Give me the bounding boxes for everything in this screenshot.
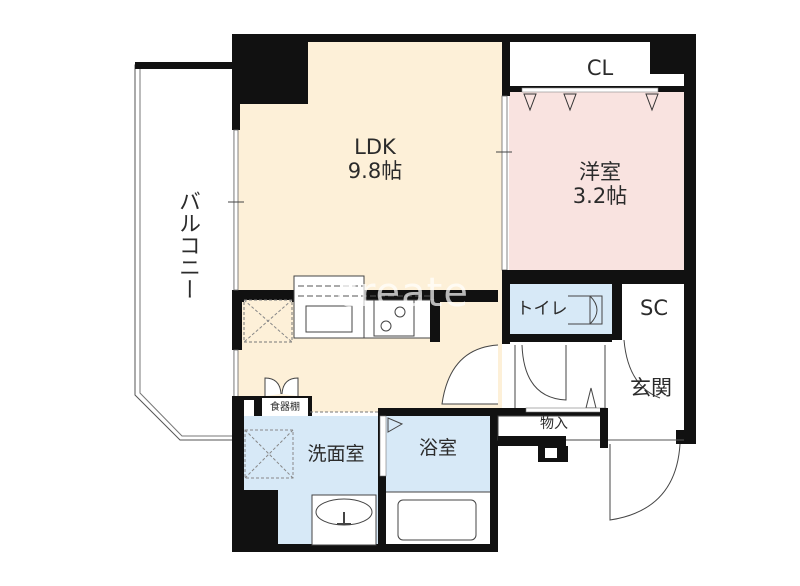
toilet-label: トイレ (516, 299, 568, 319)
shoe-closet-label: SC (640, 296, 668, 320)
cupboard-label: 食器棚 (270, 402, 300, 413)
balcony-label: バルコニー (175, 190, 200, 300)
western-room-name: 洋室 (579, 160, 621, 184)
ldk-size: 9.8帖 (347, 159, 403, 184)
entrance-label: 玄関 (630, 376, 672, 400)
washroom-label: 洗面室 (307, 443, 365, 465)
toilet-room[interactable] (509, 284, 612, 334)
watermark: create (336, 270, 469, 316)
ldk-label: LDK 9.8帖 (330, 135, 420, 183)
closet-label: CL (586, 56, 614, 80)
storage-label: 物入 (540, 416, 568, 432)
bathroom[interactable] (385, 416, 490, 492)
western-room[interactable] (509, 90, 688, 270)
western-room-label: 洋室 3.2帖 (550, 160, 650, 208)
bathroom-label: 浴室 (418, 437, 457, 459)
shoe-closet[interactable] (622, 284, 684, 334)
western-room-size: 3.2帖 (572, 184, 628, 209)
ldk-name: LDK (354, 135, 396, 159)
